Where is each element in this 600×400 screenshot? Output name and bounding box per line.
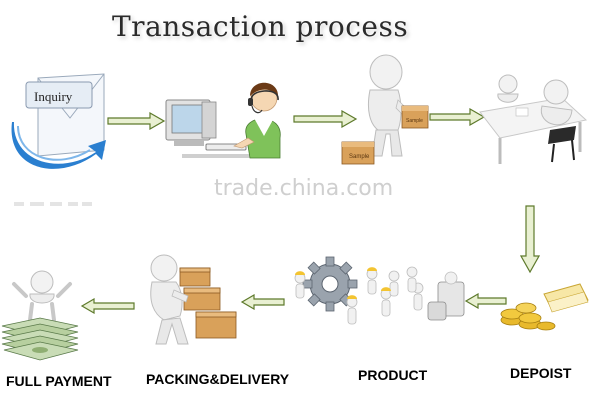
deposit-label: DEPOIST [510,365,572,381]
payment-step [0,268,82,362]
full-payment-label: FULL PAYMENT [6,373,112,389]
product-step [288,254,468,346]
gold-coins-icon [500,283,589,331]
page-title: Transaction process [112,10,409,43]
support-agent-icon [165,82,281,159]
flow-arrow [106,112,166,130]
packing-step [140,250,242,350]
sample-box-icon: Sample Sample [341,54,429,165]
flow-arrow [464,293,508,309]
illegible-text-strip [14,196,94,206]
stacked-boxes-icon [150,254,237,345]
inquiry-step: Inquiry [8,66,108,186]
flow-arrow [80,298,136,314]
sample-step: Sample Sample [340,50,430,170]
svg-text:Sample: Sample [406,118,423,124]
money-stack-icon [1,270,79,361]
envelope-icon: Inquiry [11,73,106,169]
inquiry-label: Inquiry [34,89,73,104]
product-label: PRODUCT [358,367,428,383]
packing-delivery-label: PACKING&DELIVERY [146,371,290,387]
watermark: trade.china.com [214,176,394,201]
consult-step [162,72,292,164]
flow-arrow-down [520,204,540,274]
flow-arrow [292,110,358,128]
flow-arrow [428,108,486,126]
svg-text:Sample: Sample [349,154,370,160]
factory-gear-icon [294,256,465,325]
negotiate-step [476,68,594,178]
deposit-step [498,280,590,336]
flow-arrow [240,294,286,310]
meeting-table-icon [479,74,588,164]
